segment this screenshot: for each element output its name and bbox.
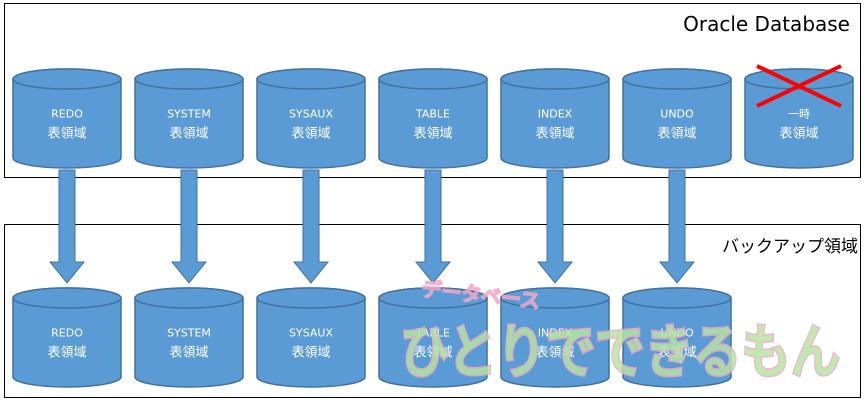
tablespace-name-label: SYSAUX (289, 108, 333, 121)
tablespace-suffix-label: 表領域 (535, 126, 574, 142)
cylinder-top (12, 68, 122, 90)
tablespace-suffix-label: 表領域 (535, 345, 574, 361)
backup-arrow-undo (658, 169, 696, 284)
tablespace-suffix-label: 表領域 (47, 345, 86, 361)
source-cylinder-table: TABLE 表領域 (378, 68, 488, 169)
cylinder-top (500, 287, 610, 309)
cylinder-top (256, 287, 366, 309)
backup-arrow-system (170, 169, 208, 284)
oracle-database-title: Oracle Database (683, 12, 850, 36)
tablespace-suffix-label: 表領域 (413, 126, 452, 142)
tablespace-name-label: TABLE (415, 327, 450, 340)
cylinder-top (622, 68, 732, 90)
tablespace-name-label: INDEX (538, 108, 573, 121)
cylinder-top (378, 287, 488, 309)
cross-line (756, 64, 842, 108)
tablespace-suffix-label: 表領域 (291, 126, 330, 142)
backup-cylinder-sysaux: SYSAUX 表領域 (256, 287, 366, 388)
watermark-main-text: ひとりでできるもん (400, 318, 840, 386)
tablespace-suffix-label: 表領域 (169, 345, 208, 361)
backup-cylinder-table: TABLE 表領域 (378, 287, 488, 388)
tablespace-name-label: UNDO (660, 327, 694, 340)
backup-cylinder-index: INDEX 表領域 (500, 287, 610, 388)
cylinder-top (622, 287, 732, 309)
backup-cylinder-system: SYSTEM 表領域 (134, 287, 244, 388)
cylinder-top (134, 68, 244, 90)
backup-arrow-redo (48, 169, 86, 284)
cylinder-top (12, 287, 122, 309)
backup-cylinder-undo: UNDO 表領域 (622, 287, 732, 388)
backup-arrow-table (414, 169, 452, 284)
tablespace-suffix-label: 表領域 (779, 126, 818, 142)
source-cylinder-redo: REDO 表領域 (12, 68, 122, 169)
tablespace-name-label: UNDO (660, 108, 694, 121)
excluded-cross-icon (756, 64, 842, 108)
cylinder-top (256, 68, 366, 90)
backup-cylinder-redo: REDO 表領域 (12, 287, 122, 388)
tablespace-name-label: SYSTEM (167, 108, 211, 121)
backup-area-title: バックアップ領域 (722, 237, 858, 257)
tablespace-name-label: REDO (51, 108, 83, 121)
tablespace-name-label: SYSAUX (289, 327, 333, 340)
tablespace-name-label: REDO (51, 327, 83, 340)
tablespace-suffix-label: 表領域 (657, 126, 696, 142)
tablespace-name-label: SYSTEM (167, 327, 211, 340)
cylinder-top (378, 68, 488, 90)
source-cylinder-sysaux: SYSAUX 表領域 (256, 68, 366, 169)
source-cylinder-index: INDEX 表領域 (500, 68, 610, 169)
cylinder-top (500, 68, 610, 90)
tablespace-name-label: 一時 (788, 108, 810, 121)
tablespace-name-label: TABLE (415, 108, 450, 121)
tablespace-suffix-label: 表領域 (413, 345, 452, 361)
tablespace-name-label: INDEX (538, 327, 573, 340)
cylinder-top (134, 287, 244, 309)
source-cylinder-undo: UNDO 表領域 (622, 68, 732, 169)
tablespace-suffix-label: 表領域 (47, 126, 86, 142)
source-cylinder-system: SYSTEM 表領域 (134, 68, 244, 169)
backup-arrow-index (536, 169, 574, 284)
tablespace-suffix-label: 表領域 (169, 126, 208, 142)
tablespace-suffix-label: 表領域 (657, 345, 696, 361)
backup-arrow-sysaux (292, 169, 330, 284)
tablespace-suffix-label: 表領域 (291, 345, 330, 361)
